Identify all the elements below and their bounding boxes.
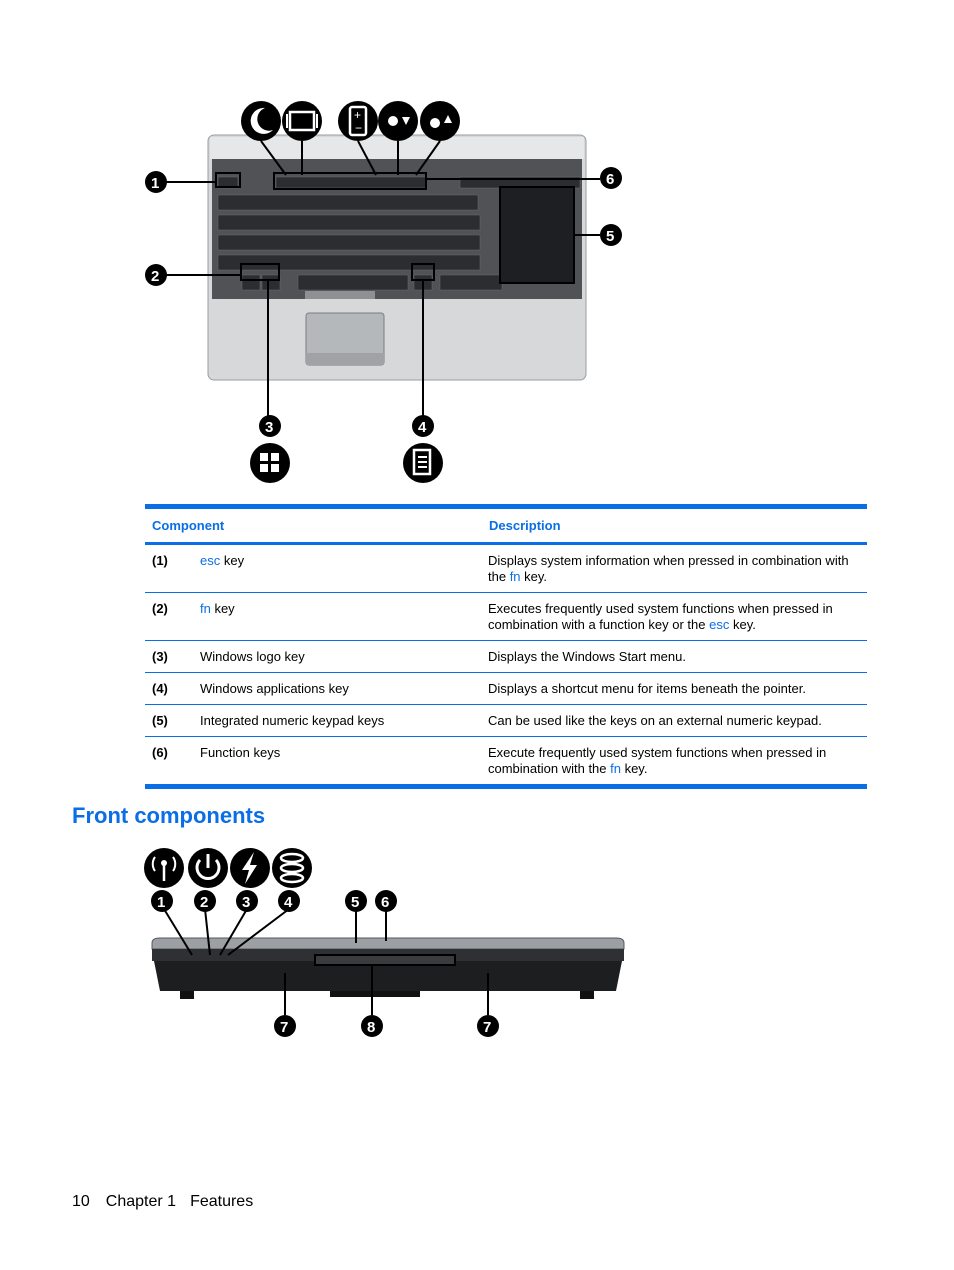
callout-1: 1	[151, 890, 173, 912]
section-title: Front components	[72, 803, 266, 828]
callout-2: 2	[145, 264, 167, 286]
svg-text:6: 6	[381, 894, 389, 911]
svg-text:4: 4	[284, 894, 293, 911]
svg-text:7: 7	[483, 1019, 491, 1036]
svg-text:+: +	[354, 108, 361, 122]
wireless-icon	[144, 848, 184, 888]
callout-1: 1	[145, 171, 167, 193]
callout-7: 7	[477, 1015, 499, 1037]
brightness-up-icon	[420, 101, 460, 141]
page-number: 10	[72, 1193, 90, 1210]
svg-text:7: 7	[280, 1019, 288, 1036]
svg-text:5: 5	[606, 228, 614, 245]
callout-7: 7	[274, 1015, 296, 1037]
page-footer: 10 Chapter 1 Features	[72, 1193, 269, 1211]
callout-3: 3	[259, 415, 281, 437]
svg-text:1: 1	[151, 175, 159, 192]
callout-3: 3	[236, 890, 258, 912]
svg-text:2: 2	[151, 268, 159, 285]
callout-4: 4	[278, 890, 300, 912]
components-table: Component Description (1) esc key Displa…	[145, 504, 867, 789]
applications-icon	[403, 443, 443, 483]
brightness-down-icon	[378, 101, 418, 141]
drive-icon	[272, 848, 312, 888]
svg-text:−: −	[355, 121, 362, 135]
callout-6: 6	[375, 890, 397, 912]
table-row: (2) fn key Executes frequently used syst…	[145, 593, 867, 641]
battery-charge-icon	[230, 848, 270, 888]
power-icon	[188, 848, 228, 888]
svg-text:4: 4	[418, 419, 427, 436]
table-header: Component Description	[145, 509, 867, 545]
callout-4: 4	[412, 415, 434, 437]
svg-text:8: 8	[367, 1019, 375, 1036]
callout-2: 2	[194, 890, 216, 912]
keyboard-figure: + − 1 2 3 4	[145, 101, 622, 483]
svg-text:3: 3	[265, 419, 273, 436]
chapter-title: Features	[190, 1193, 254, 1210]
callout-8: 8	[361, 1015, 383, 1037]
svg-text:3: 3	[242, 894, 250, 911]
chapter-label: Chapter 1	[105, 1193, 177, 1210]
windows-logo-icon	[250, 443, 290, 483]
table-row: (6) Function keys Execute frequently use…	[152, 745, 827, 776]
component-column-header: Component	[152, 518, 225, 533]
table-row: (1) esc key Displays system information …	[145, 545, 867, 593]
table-row: (3) Windows logo key Displays the Window…	[145, 641, 867, 673]
svg-text:2: 2	[200, 894, 208, 911]
description-column-header: Description	[489, 518, 561, 533]
callout-5: 5	[345, 890, 367, 912]
battery-icon: + −	[338, 101, 378, 141]
display-switch-icon	[282, 101, 322, 141]
callout-6: 6	[600, 167, 622, 189]
svg-text:1: 1	[157, 894, 165, 911]
svg-text:5: 5	[351, 894, 359, 911]
sleep-icon	[241, 101, 281, 141]
callout-5: 5	[600, 224, 622, 246]
table-row: (4) Windows applications key Displays a …	[145, 673, 867, 705]
front-figure: 1 2 3 4 5 6 7 8 7	[144, 848, 625, 1037]
svg-text:6: 6	[606, 171, 614, 188]
table-row: (5) Integrated numeric keypad keys Can b…	[145, 705, 867, 737]
